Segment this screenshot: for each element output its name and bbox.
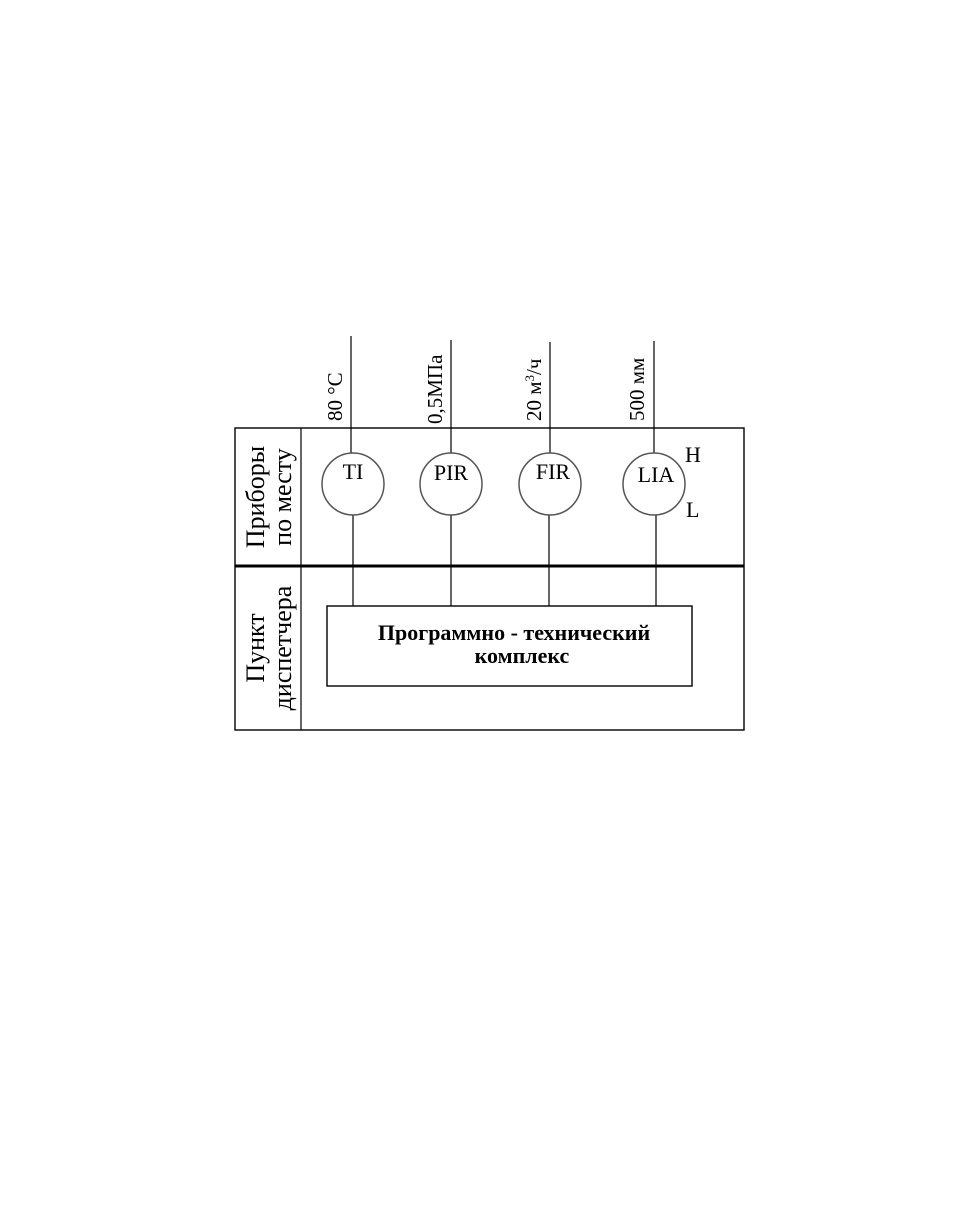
control-complex: Программно - технический комплекс [327, 606, 692, 686]
instrument-tag: FIR [536, 459, 571, 484]
alarm-high-label: H [685, 442, 701, 467]
complex-label-line2: комплекс [475, 643, 570, 668]
measurement-range: 80 °C [323, 372, 347, 421]
instrument-tag: PIR [434, 460, 469, 485]
measurement-range: 20 м3/ч [522, 358, 547, 421]
row-label-field-line1: Приборы [241, 446, 270, 548]
row-label-control-line2: диспетчера [268, 585, 297, 710]
complex-label-line1: Программно - технический [378, 620, 651, 645]
row-label-field-line2: по месту [268, 448, 297, 546]
measurement-range: 0,5МПа [423, 354, 447, 424]
measurement-range: 500 мм [625, 358, 649, 421]
instrument-tag: TI [343, 459, 364, 484]
instrument-tag: LIA [638, 462, 675, 487]
row-label-control-line1: Пункт [241, 613, 270, 682]
alarm-low-label: L [686, 497, 699, 522]
